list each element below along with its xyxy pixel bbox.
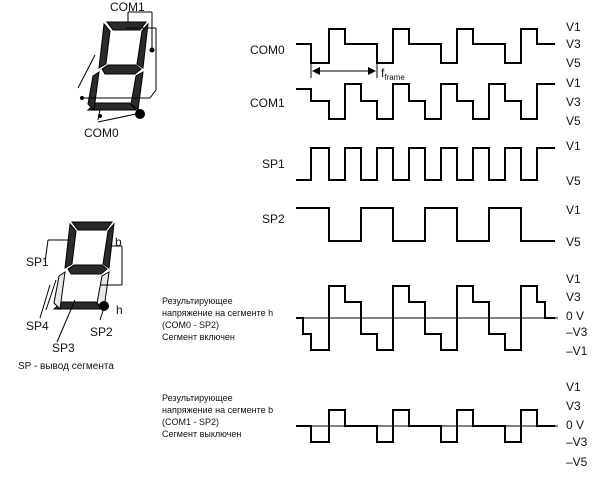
- h-level-neg-v1: –V1: [566, 344, 588, 358]
- com0-waveform: [296, 28, 555, 64]
- sp2-level-v5: V5: [566, 235, 581, 249]
- sp2-level-v1: V1: [566, 203, 581, 217]
- sp2-waveform: [296, 207, 555, 242]
- h-level-0v: 0 V: [566, 309, 584, 323]
- segment-b2: [102, 222, 115, 269]
- dp-dot-h: [99, 301, 109, 311]
- sp1-label: SP1: [26, 255, 49, 269]
- result-b-caption: Результирующее напряжение на сегменте b …: [162, 393, 273, 439]
- sp1-wave-label: SP1: [262, 157, 285, 171]
- result-h-caption: Результирующее напряжение на сегменте h …: [162, 296, 273, 342]
- b-level-neg-v3: –V3: [566, 435, 588, 449]
- segment-pin-caption: SP - вывод сегмента: [18, 361, 114, 372]
- com1-wave-label: COM1: [250, 96, 285, 110]
- com0-wave-label: COM0: [250, 43, 285, 57]
- h-label: h: [116, 303, 123, 317]
- com0-level-v5: V5: [566, 56, 581, 70]
- sp1-waveform: [296, 147, 555, 181]
- sp2-wave-label: SP2: [262, 212, 285, 226]
- com1-level-v1: V1: [566, 76, 581, 90]
- segment-a: [106, 21, 147, 31]
- segment-g2: [67, 264, 108, 275]
- svg-text:Сегмент выключен: Сегмент выключен: [162, 429, 241, 439]
- svg-text:Сегмент включен: Сегмент включен: [162, 332, 235, 342]
- com0-label: COM0: [84, 126, 119, 140]
- segment-e: [87, 70, 100, 112]
- segment-a2: [71, 221, 113, 231]
- result-h-waveform: [296, 285, 555, 351]
- h-level-v3: V3: [566, 290, 581, 304]
- segment-e2: [53, 270, 66, 311]
- h-level-v1: V1: [566, 272, 581, 286]
- sp3-label: SP3: [52, 341, 75, 355]
- dp-dot: [135, 109, 145, 119]
- result-b-waveform: [296, 409, 555, 443]
- com1-level-v5: V5: [566, 114, 581, 128]
- frame-label: fframe: [381, 66, 405, 82]
- b-label: b: [115, 235, 122, 249]
- segment-b: [136, 22, 149, 69]
- segment-c: [130, 71, 144, 111]
- svg-text:Результирующее: Результирующее: [162, 296, 233, 306]
- b-level-v1: V1: [566, 380, 581, 394]
- segment-f2: [64, 222, 77, 269]
- com1-label: COM1: [110, 0, 145, 14]
- svg-text:напряжение на сегменте h: напряжение на сегменте h: [162, 308, 273, 318]
- top-seven-segment-display: COM1 COM0: [77, 0, 157, 140]
- sp2-label: SP2: [90, 325, 113, 339]
- bottom-seven-segment-display: SP1 SP4 SP3 SP2 b h SP - вывод сегмента: [18, 221, 123, 372]
- h-level-neg-v3: –V3: [566, 325, 588, 339]
- b-level-neg-v5: –V5: [566, 455, 588, 469]
- segment-f: [98, 22, 111, 69]
- sp4-label: SP4: [26, 319, 49, 333]
- com0-level-v3: V3: [566, 37, 581, 51]
- com1-level-v3: V3: [566, 95, 581, 109]
- svg-text:Результирующее: Результирующее: [162, 393, 233, 403]
- com0-level-v1: V1: [566, 20, 581, 34]
- segment-g: [101, 64, 142, 75]
- svg-text:(COM1 - SP2): (COM1 - SP2): [162, 417, 219, 427]
- svg-text:(COM0 - SP2): (COM0 - SP2): [162, 320, 219, 330]
- b-level-0v: 0 V: [566, 418, 584, 432]
- sp1-level-v5: V5: [566, 174, 581, 188]
- com1-waveform: [296, 83, 555, 120]
- svg-text:напряжение на сегменте b: напряжение на сегменте b: [162, 405, 273, 415]
- b-level-v3: V3: [566, 399, 581, 413]
- sp1-level-v1: V1: [566, 139, 581, 153]
